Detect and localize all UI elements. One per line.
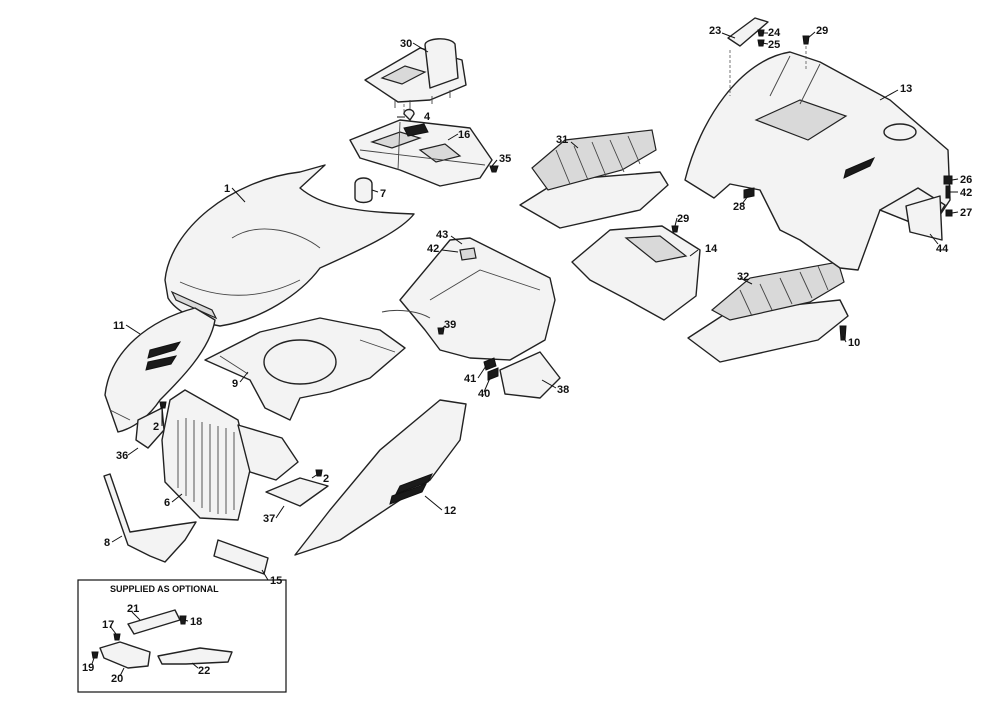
callout-16: 16 bbox=[458, 129, 470, 141]
part-29-screw-b bbox=[671, 225, 679, 233]
callout-35: 35 bbox=[499, 153, 511, 165]
part-30-column-cover bbox=[364, 38, 467, 110]
callout-14: 14 bbox=[705, 243, 718, 255]
callout-2: 2 bbox=[323, 473, 329, 485]
callout-23: 23 bbox=[709, 25, 721, 37]
part-18-screw bbox=[179, 615, 187, 625]
callout-8: 8 bbox=[104, 537, 110, 549]
part-42-bolt bbox=[945, 185, 951, 199]
callout-42: 42 bbox=[427, 243, 439, 255]
callout-20: 20 bbox=[111, 673, 123, 685]
part-40-clip bbox=[487, 367, 499, 381]
part-10-bolt bbox=[839, 325, 847, 341]
callout-9: 9 bbox=[232, 378, 238, 390]
callout-1: 1 bbox=[224, 183, 230, 195]
part-19-screw bbox=[91, 651, 99, 659]
part-9-bracket bbox=[204, 317, 406, 421]
callout-12: 12 bbox=[444, 505, 456, 517]
callout-7: 7 bbox=[380, 188, 386, 200]
callout-13: 13 bbox=[900, 83, 912, 95]
part-43-console bbox=[381, 237, 556, 361]
callout-11: 11 bbox=[113, 320, 125, 332]
callout-42: 42 bbox=[960, 187, 972, 199]
callout-36: 36 bbox=[116, 450, 128, 462]
part-6-grille bbox=[161, 389, 299, 521]
part-15-front-plate bbox=[213, 539, 269, 575]
part-4-clip bbox=[403, 108, 415, 121]
part-24-screw bbox=[757, 29, 765, 37]
callout-17: 17 bbox=[102, 619, 114, 631]
part-27-bolt bbox=[945, 209, 953, 217]
part-38-tunnel-panel bbox=[499, 351, 561, 399]
callout-32: 32 bbox=[737, 271, 749, 283]
supplied-as-optional-panel: SUPPLIED AS OPTIONAL bbox=[77, 579, 287, 693]
callout-26: 26 bbox=[960, 174, 972, 186]
callout-29: 29 bbox=[816, 25, 828, 37]
part-25-screw bbox=[757, 39, 765, 47]
leader-lines bbox=[111, 31, 959, 581]
callout-27: 27 bbox=[960, 207, 972, 219]
part-8-front-trim bbox=[103, 473, 197, 563]
part-22-trim bbox=[157, 647, 233, 665]
callout-29: 29 bbox=[677, 213, 689, 225]
callout-21: 21 bbox=[127, 603, 139, 615]
part-37-grille-insert bbox=[265, 477, 329, 507]
part-16-dashboard bbox=[349, 119, 493, 187]
callout-40: 40 bbox=[478, 388, 490, 400]
callout-38: 38 bbox=[557, 384, 569, 396]
callout-41: 41 bbox=[464, 373, 476, 385]
callout-labels: 30 4 16 35 7 1 11 9 2 36 6 2 37 8 15 12 … bbox=[82, 25, 972, 685]
part-36-headlight bbox=[135, 407, 165, 449]
part-1-hood bbox=[164, 164, 415, 327]
part-44-rear-bracket bbox=[905, 195, 943, 241]
part-2-screw-a bbox=[159, 401, 167, 409]
callout-25: 25 bbox=[768, 39, 780, 51]
callout-4: 4 bbox=[424, 111, 431, 123]
part-7-key-bezel bbox=[354, 177, 373, 204]
callout-2: 2 bbox=[153, 421, 159, 433]
part-31-footrest-mat-left bbox=[519, 129, 669, 229]
part-28-clip bbox=[743, 187, 755, 199]
callout-10: 10 bbox=[848, 337, 860, 349]
callout-24: 24 bbox=[768, 27, 781, 39]
part-12-side-panel-right bbox=[294, 399, 467, 556]
part-17-screw bbox=[113, 633, 121, 641]
callout-30: 30 bbox=[400, 38, 412, 50]
callout-39: 39 bbox=[444, 319, 456, 331]
part-23-handle-cover bbox=[727, 17, 769, 47]
part-26-clip bbox=[943, 175, 953, 185]
part-11-side-panel-left bbox=[104, 307, 216, 433]
callout-31: 31 bbox=[556, 134, 568, 146]
callout-44: 44 bbox=[936, 243, 949, 255]
callout-15: 15 bbox=[270, 575, 282, 587]
part-35-screw bbox=[489, 165, 499, 173]
part-20-bumper bbox=[99, 641, 151, 669]
callout-37: 37 bbox=[263, 513, 275, 525]
callout-28: 28 bbox=[733, 201, 745, 213]
optional-panel-title: SUPPLIED AS OPTIONAL bbox=[110, 584, 219, 594]
callout-19: 19 bbox=[82, 662, 94, 674]
callout-6: 6 bbox=[164, 497, 170, 509]
callout-18: 18 bbox=[190, 616, 202, 628]
part-41-clip bbox=[483, 357, 497, 371]
part-14-seat-pan bbox=[571, 225, 701, 321]
part-32-footrest-mat-right bbox=[687, 261, 849, 363]
part-29-screw-a bbox=[802, 35, 810, 45]
callout-43: 43 bbox=[436, 229, 448, 241]
callout-22: 22 bbox=[198, 665, 210, 677]
